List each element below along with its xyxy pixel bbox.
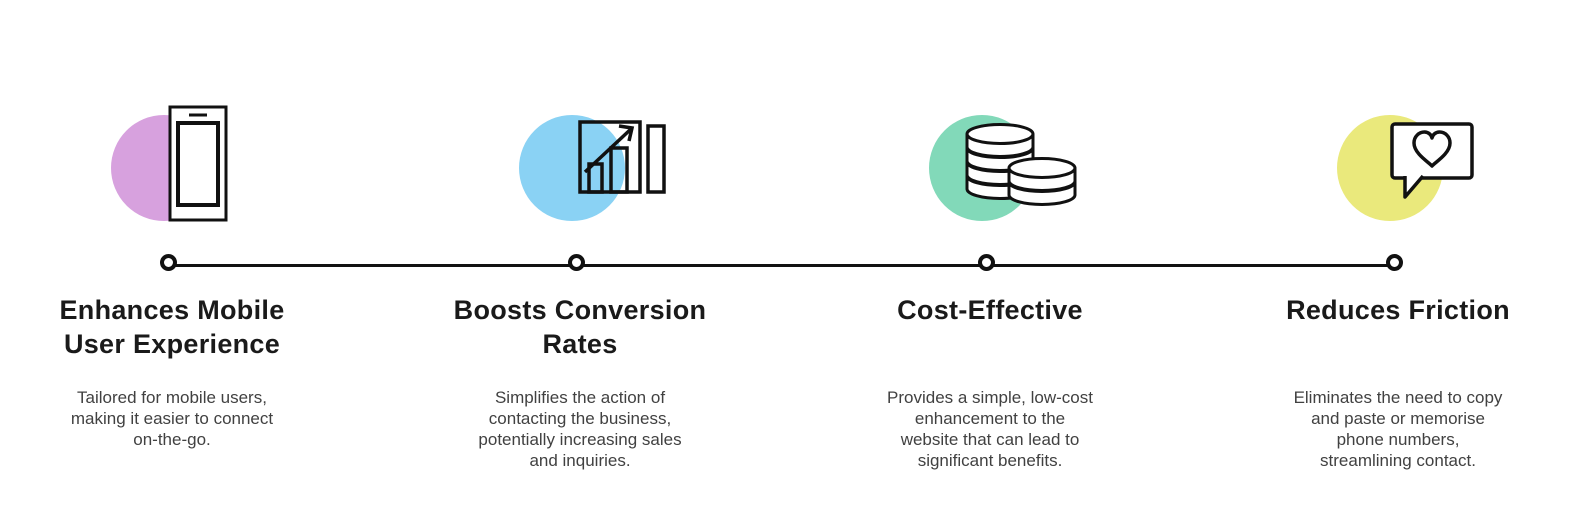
item-description: Provides a simple, low-cost enhancement … <box>887 388 1093 471</box>
timeline-item-mobile-experience: Enhances Mobile User Experience Tailored… <box>2 0 342 512</box>
timeline-node <box>977 253 995 271</box>
item-description: Simplifies the action of contacting the … <box>478 388 682 471</box>
bar-chart-growth-icon <box>578 120 666 194</box>
timeline-item-reduces-friction: Reduces Friction Eliminates the need to … <box>1228 0 1568 512</box>
chat-heart-icon <box>1390 122 1474 199</box>
item-description: Tailored for mobile users, making it eas… <box>70 388 274 450</box>
item-title: Enhances Mobile User Experience <box>59 295 285 359</box>
coins-icon <box>965 123 1077 206</box>
timeline-line <box>172 264 1398 267</box>
item-title: Reduces Friction <box>1286 295 1510 325</box>
timeline-node <box>159 253 177 271</box>
item-title: Cost-Effective <box>897 295 1083 325</box>
timeline-node <box>567 253 585 271</box>
item-title: Boosts Conversion Rates <box>453 295 707 359</box>
smartphone-icon <box>168 105 228 222</box>
timeline-node <box>1385 253 1403 271</box>
timeline-item-cost-effective: Cost-Effective Provides a simple, low-co… <box>820 0 1160 512</box>
item-description: Eliminates the need to copy and paste or… <box>1293 388 1503 471</box>
timeline-item-conversion-rates: Boosts Conversion Rates Simplifies the a… <box>410 0 750 512</box>
accent-circle <box>519 115 625 221</box>
